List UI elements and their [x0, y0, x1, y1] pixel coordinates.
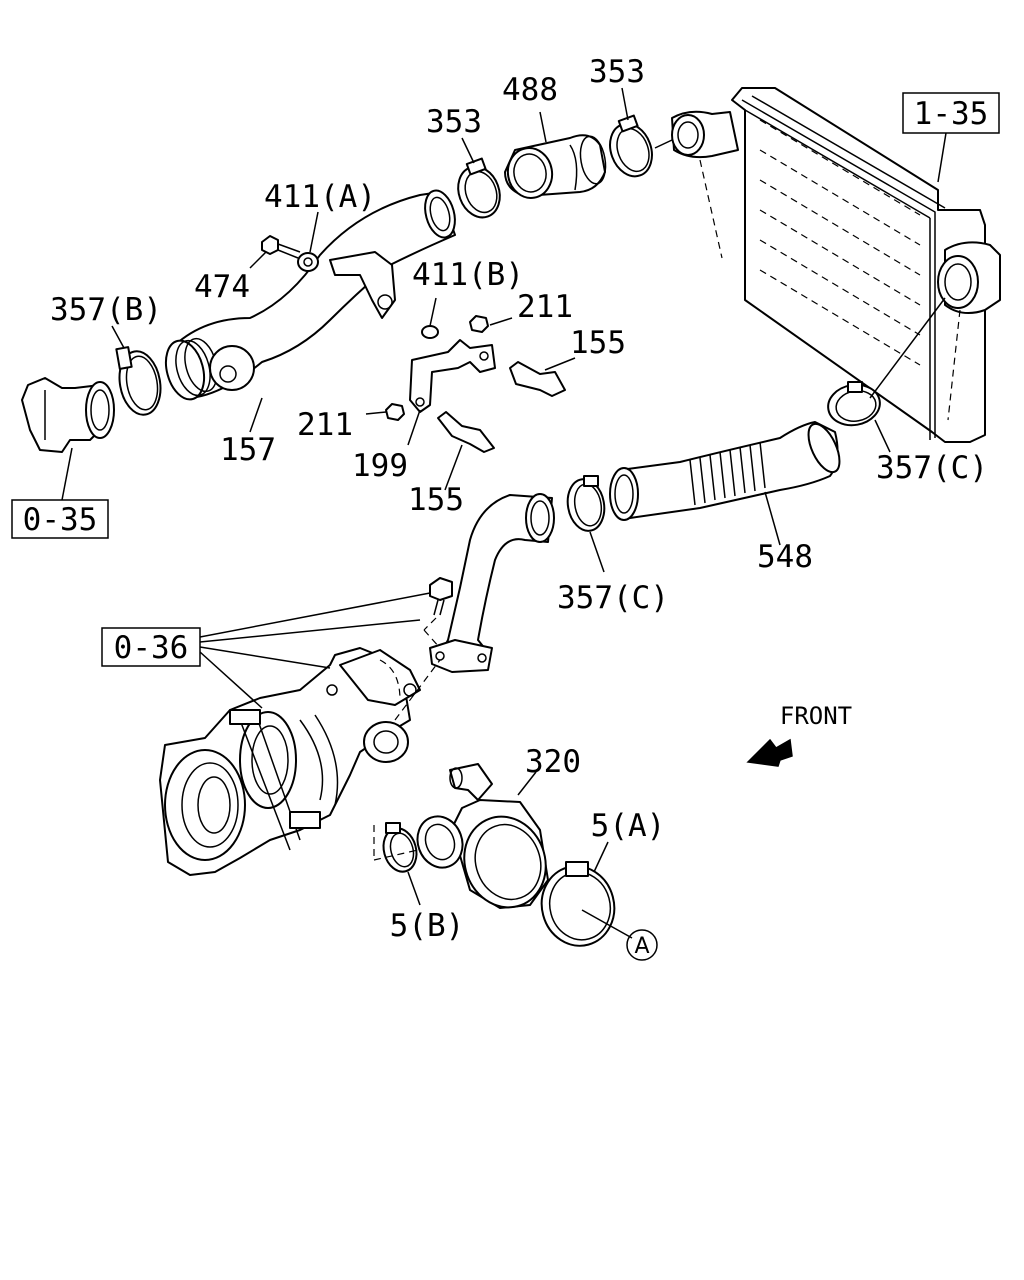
washer-411b [421, 297, 439, 339]
ref-1-35-label: 1-35 [914, 96, 989, 132]
label-211-left[interactable]: 211 [297, 407, 353, 443]
label-199[interactable]: 199 [352, 448, 408, 484]
circle-a-label: A [634, 934, 649, 959]
stud-155-upper [509, 357, 576, 397]
ref-0-36-label: 0-36 [114, 630, 189, 666]
circle-a-callout: A [626, 929, 658, 961]
front-label: FRONT [780, 702, 852, 730]
clamp-5a [540, 841, 633, 947]
bracket-199 [407, 339, 496, 446]
label-474[interactable]: 474 [194, 269, 250, 305]
washer-411a [297, 211, 319, 272]
label-357b[interactable]: 357(B) [50, 292, 162, 328]
air-flow-sensor-connector [21, 377, 115, 501]
label-488[interactable]: 488 [502, 72, 558, 108]
front-arrow: FRONT [746, 702, 852, 767]
ref-0-35-label: 0-35 [23, 502, 98, 538]
turbo-outlet-pipe [423, 493, 555, 673]
label-320[interactable]: 320 [525, 744, 581, 780]
label-5b[interactable]: 5(B) [390, 908, 465, 944]
ref-0-36[interactable]: 0-36 [101, 592, 431, 709]
label-357c-right[interactable]: 357(C) [876, 450, 988, 486]
clamp-353-right [609, 87, 673, 178]
label-411b[interactable]: 411(B) [412, 257, 524, 293]
part-labels: 353 488 353 411(A) 474 357(B) 411(B) 211… [50, 54, 988, 944]
label-353-left[interactable]: 353 [426, 104, 482, 140]
clamp-357c-right [827, 297, 946, 453]
clamp-357c-lower [566, 475, 606, 573]
label-157[interactable]: 157 [220, 432, 276, 468]
clamp-357b [111, 325, 162, 416]
hose-548 [609, 421, 841, 546]
pipe-157 [164, 189, 456, 433]
clamp-353-left [457, 137, 501, 219]
label-211-right[interactable]: 211 [517, 289, 573, 325]
label-155-upper[interactable]: 155 [570, 325, 626, 361]
nut-211-left [365, 403, 405, 421]
front-arrow-icon [746, 738, 793, 767]
label-411a[interactable]: 411(A) [264, 179, 376, 215]
ref-1-35[interactable]: 1-35 [902, 92, 1000, 183]
inlet-adapter-320 [416, 763, 549, 909]
ref-0-35[interactable]: 0-35 [11, 499, 109, 539]
bolt-474 [249, 235, 301, 269]
label-155-lower[interactable]: 155 [408, 482, 464, 518]
label-5a[interactable]: 5(A) [591, 808, 666, 844]
stud-155-lower [437, 411, 495, 491]
intercooler-core [671, 87, 1001, 443]
hose-488 [504, 111, 607, 199]
nut-211-right [469, 315, 513, 333]
label-548[interactable]: 548 [757, 539, 813, 575]
label-357c-lower[interactable]: 357(C) [557, 580, 669, 616]
clamp-5b [373, 822, 421, 906]
label-353-right[interactable]: 353 [589, 54, 645, 90]
turbocharger [159, 647, 441, 876]
